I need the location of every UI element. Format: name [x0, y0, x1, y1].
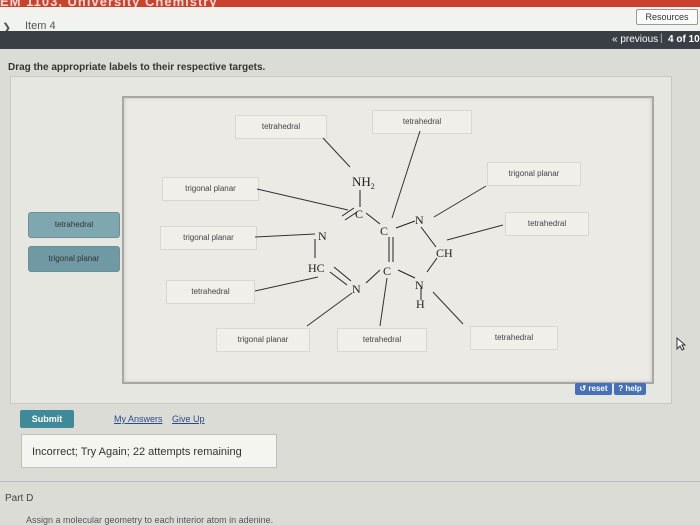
reset-button[interactable]: ↺ reset — [575, 383, 612, 395]
target-label[interactable]: tetrahedral — [505, 212, 589, 236]
target-label[interactable]: trigonal planar — [160, 226, 257, 250]
target-label[interactable]: tetrahedral — [470, 326, 558, 350]
target-label[interactable]: tetrahedral — [235, 115, 327, 139]
my-answers-link[interactable]: My Answers — [114, 414, 163, 424]
draggable-label-tetrahedral[interactable]: tetrahedral — [28, 212, 120, 238]
section-divider — [0, 481, 700, 482]
part-prompt: Assign a molecular geometry to each inte… — [26, 515, 274, 525]
cursor-icon — [676, 337, 686, 351]
target-label[interactable]: trigonal planar — [162, 177, 259, 201]
navigation-bar: « previous | 4 of 10 — [0, 31, 700, 49]
draggable-label-trigonal-planar[interactable]: trigonal planar — [28, 246, 120, 272]
item-title: Item 4 — [25, 20, 56, 32]
resources-button[interactable]: Resources — [636, 9, 698, 25]
feedback-message: Incorrect; Try Again; 22 attempts remain… — [21, 434, 277, 468]
target-label[interactable]: trigonal planar — [216, 328, 310, 352]
course-title: EM 1103, University Chemistry — [0, 0, 218, 9]
chevron-left-icon[interactable]: ❯ — [2, 22, 12, 34]
target-label[interactable]: tetrahedral — [166, 280, 255, 304]
nav-separator: | — [660, 33, 663, 44]
previous-link[interactable]: « previous — [612, 34, 659, 45]
target-label[interactable]: tetrahedral — [372, 110, 472, 134]
target-label[interactable]: trigonal planar — [487, 162, 581, 186]
page-counter: 4 of 10 — [668, 34, 700, 45]
target-label[interactable]: tetrahedral — [337, 328, 427, 352]
instruction-text: Drag the appropriate labels to their res… — [8, 62, 266, 73]
part-title[interactable]: Part D — [5, 493, 34, 504]
submit-button[interactable]: Submit — [20, 410, 74, 428]
help-button[interactable]: ? help — [614, 383, 646, 395]
give-up-link[interactable]: Give Up — [172, 414, 205, 424]
course-title-strip: EM 1103, University Chemistry — [0, 0, 700, 9]
